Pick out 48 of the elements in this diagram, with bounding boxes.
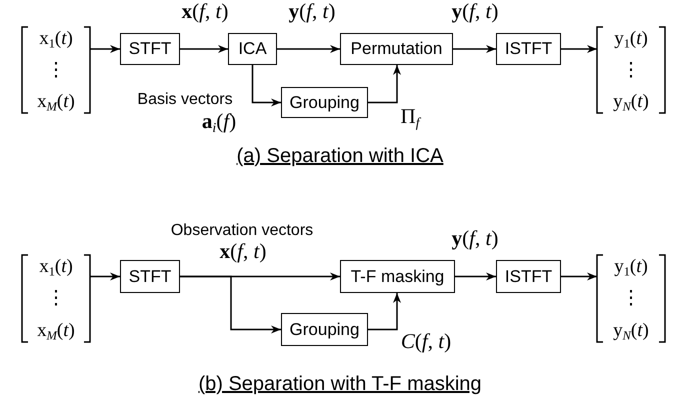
edge-label: y(f, t): [452, 227, 498, 250]
arrow: [453, 45, 496, 53]
arrow: [90, 45, 120, 53]
vector-matrix: [597, 27, 665, 113]
vector-entry: ⋮: [46, 60, 66, 80]
edge-label: C(f, t): [400, 330, 452, 354]
vector-entry: y$_{1}$(t): [614, 29, 648, 48]
process-box: ISTFT: [496, 33, 561, 65]
caption: (a) Separation with ICA: [236, 145, 444, 167]
edge-label: x(f, t): [220, 240, 266, 264]
process-box: STFT: [120, 260, 180, 293]
edge-label: y(f, t): [288, 0, 336, 24]
process-box: STFT: [120, 33, 180, 65]
arrow: [180, 276, 281, 334]
process-box: Grouping: [281, 87, 368, 118]
arrow: [561, 45, 597, 53]
edge-label: a$_{i}$(f): [202, 110, 236, 134]
vector-entry: ⋮: [622, 60, 640, 80]
vector-entry: ⋮: [622, 289, 640, 308]
vector-matrix: [22, 255, 90, 342]
arrow: [455, 272, 496, 280]
vector-entry: ⋮: [46, 289, 66, 308]
process-box: T-F masking: [340, 260, 455, 293]
vector-matrix: [597, 255, 665, 342]
vector-entry: x$_{M}$(t): [37, 321, 75, 340]
annotation-text: Basis vectors: [137, 91, 233, 109]
vector-entry: x$_{M}$(t): [37, 92, 75, 111]
arrow: [252, 65, 281, 106]
arrow: [368, 293, 401, 330]
edge-label: x(f, t): [182, 0, 228, 24]
arrow: [90, 272, 120, 280]
arrow: [561, 272, 597, 280]
process-box: ICA: [228, 33, 277, 65]
process-box: Grouping: [281, 313, 368, 346]
process-box: Permutation: [340, 33, 453, 65]
edge-label: y(f, t): [452, 0, 498, 24]
annotation-text: Observation vectors: [170, 222, 314, 240]
caption: (b) Separation with T-F masking: [198, 373, 482, 395]
vector-entry: x$_{1}$(t): [39, 29, 73, 48]
process-box: ISTFT: [496, 260, 561, 293]
vector-entry: y$_{N}$(t): [613, 321, 649, 340]
arrow: [180, 45, 228, 53]
arrow: [277, 45, 340, 53]
vector-entry: y$_{1}$(t): [614, 257, 648, 276]
vector-matrix: [22, 27, 90, 113]
arrow: [368, 65, 401, 104]
vector-entry: y$_{N}$(t): [613, 92, 649, 111]
vector-entry: x$_{1}$(t): [39, 257, 73, 276]
